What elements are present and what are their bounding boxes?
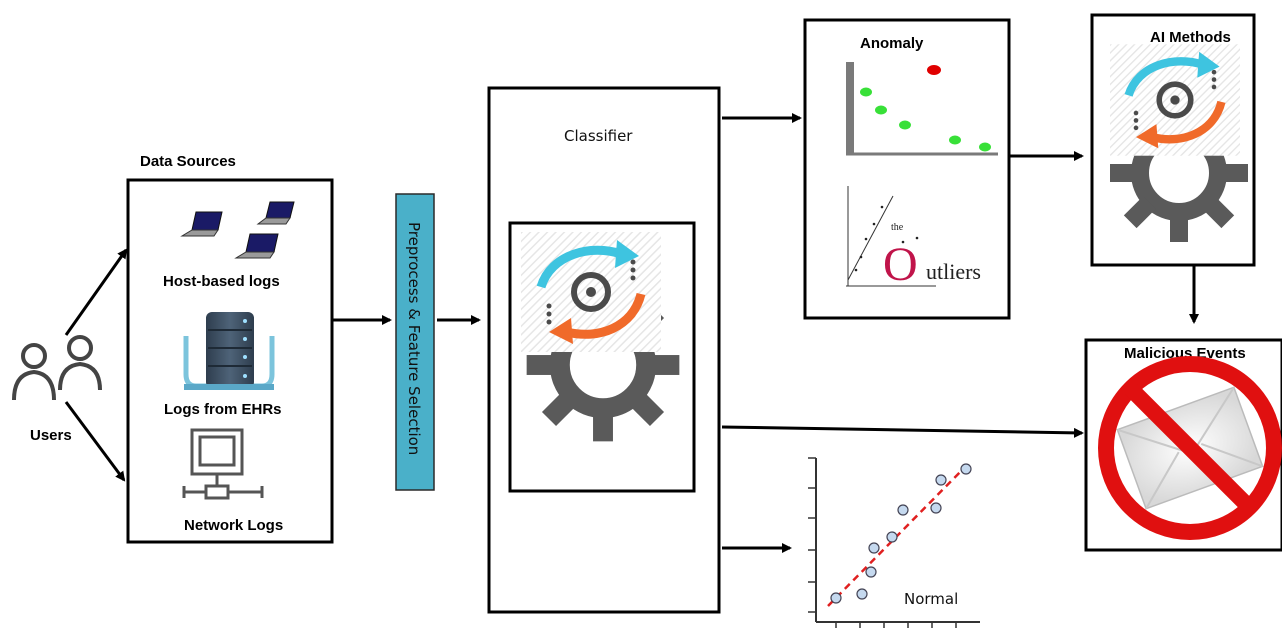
arrow-classifier-to-malicious (721, 425, 1084, 438)
malicious-events-label: Malicious Events (1124, 345, 1246, 362)
forbidden-envelope-icon (1098, 356, 1282, 540)
preprocess-label: Preprocess & Feature Selection (405, 222, 423, 455)
preprocess-box (395, 193, 435, 491)
database-server-icon (183, 312, 275, 390)
laptops-icon (180, 201, 295, 259)
normal-point (886, 531, 898, 543)
users-icon (12, 335, 102, 401)
inlier-point (949, 135, 961, 145)
normal-point (830, 592, 842, 604)
normal-point (960, 463, 972, 475)
inlier-point (899, 120, 911, 130)
network-logs-label: Network Logs (184, 517, 283, 534)
arrow-users-to-sources-top (64, 248, 128, 336)
classifier-label: Classifier (564, 127, 633, 145)
outliers-illustration: the O utliers (846, 186, 981, 291)
normal-label: Normal (904, 590, 958, 608)
inlier-point (979, 142, 991, 152)
normal-point (935, 474, 947, 486)
host-based-logs-label: Host-based logs (163, 273, 280, 290)
ai-process-cycle-icon (1110, 44, 1240, 155)
normal-point (865, 566, 877, 578)
inlier-point (860, 87, 872, 97)
normal-point (868, 542, 880, 554)
arrow-users-to-sources-bottom (64, 401, 126, 482)
anomaly-title: Anomaly (860, 35, 924, 52)
users-label: Users (30, 427, 72, 444)
network-computer-icon (182, 428, 264, 500)
data-sources-title: Data Sources (140, 153, 236, 170)
normal-chart: Normal (808, 457, 980, 628)
normal-point (856, 588, 868, 600)
inlier-point (875, 105, 887, 115)
anomaly-box (803, 18, 1011, 320)
outliers-the: the (891, 222, 904, 233)
logs-from-ehrs-label: Logs from EHRs (164, 401, 282, 418)
normal-point (897, 504, 909, 516)
ai-methods-label: AI Methods (1150, 29, 1231, 46)
outlier-point (927, 65, 941, 75)
process-cycle-icon (521, 232, 661, 352)
outliers-text: utliers (926, 259, 981, 284)
outliers-o: O (883, 238, 918, 291)
normal-trend-line (827, 463, 969, 607)
normal-point (930, 502, 942, 514)
anomaly-scatter-plot (846, 62, 998, 156)
